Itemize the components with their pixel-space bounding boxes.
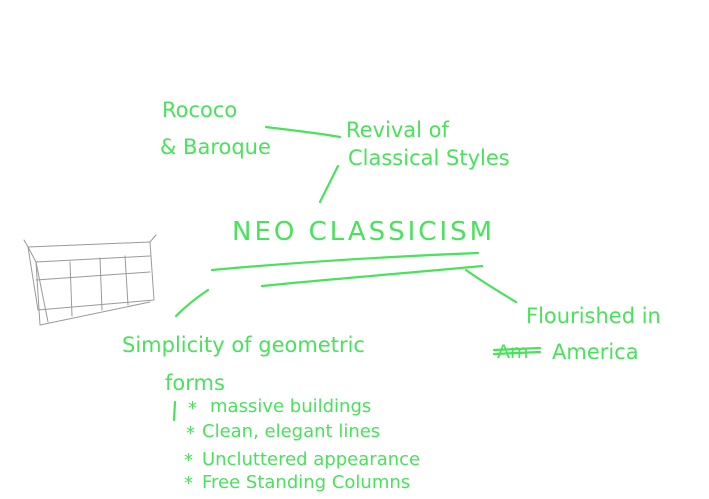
bullet-text: massive buildings [210,396,371,417]
center-underline [210,251,480,272]
building-sketch-icon [23,234,157,326]
link-revival-center [318,164,340,204]
node-rococo-line1: Rococo [162,98,237,122]
link-center-simplicity [174,288,210,318]
node-simplicity-line2: forms [165,371,225,395]
bullet-text: Free Standing Columns [202,472,410,493]
link-center-flourished [464,268,518,304]
node-flourished-line2: America [552,340,639,364]
center-title: NEO CLASSICISM [232,217,495,247]
bullet-text: Clean, elegant lines [202,421,380,442]
node-simplicity-line1: Simplicity of geometric [122,333,365,357]
center-underline-2 [260,264,484,288]
forms-bracket [172,400,177,422]
bullet-marker: * [184,450,193,471]
link-rococo-revival [264,125,342,139]
node-revival-line1: Revival of [346,118,449,142]
bullet-list: * massive buildings * Clean, elegant lin… [184,396,420,494]
strike-through [492,346,542,356]
bullet-marker: * [184,473,193,494]
bullet-marker: * [186,423,195,444]
node-flourished-line1: Flourished in [526,304,661,328]
bullet-text: Uncluttered appearance [202,449,420,470]
node-flourished-struck: Am [497,341,529,363]
node-revival-line2: Classical Styles [348,146,510,170]
bullet-marker: * [188,398,197,419]
node-rococo-line2: & Baroque [160,135,271,159]
